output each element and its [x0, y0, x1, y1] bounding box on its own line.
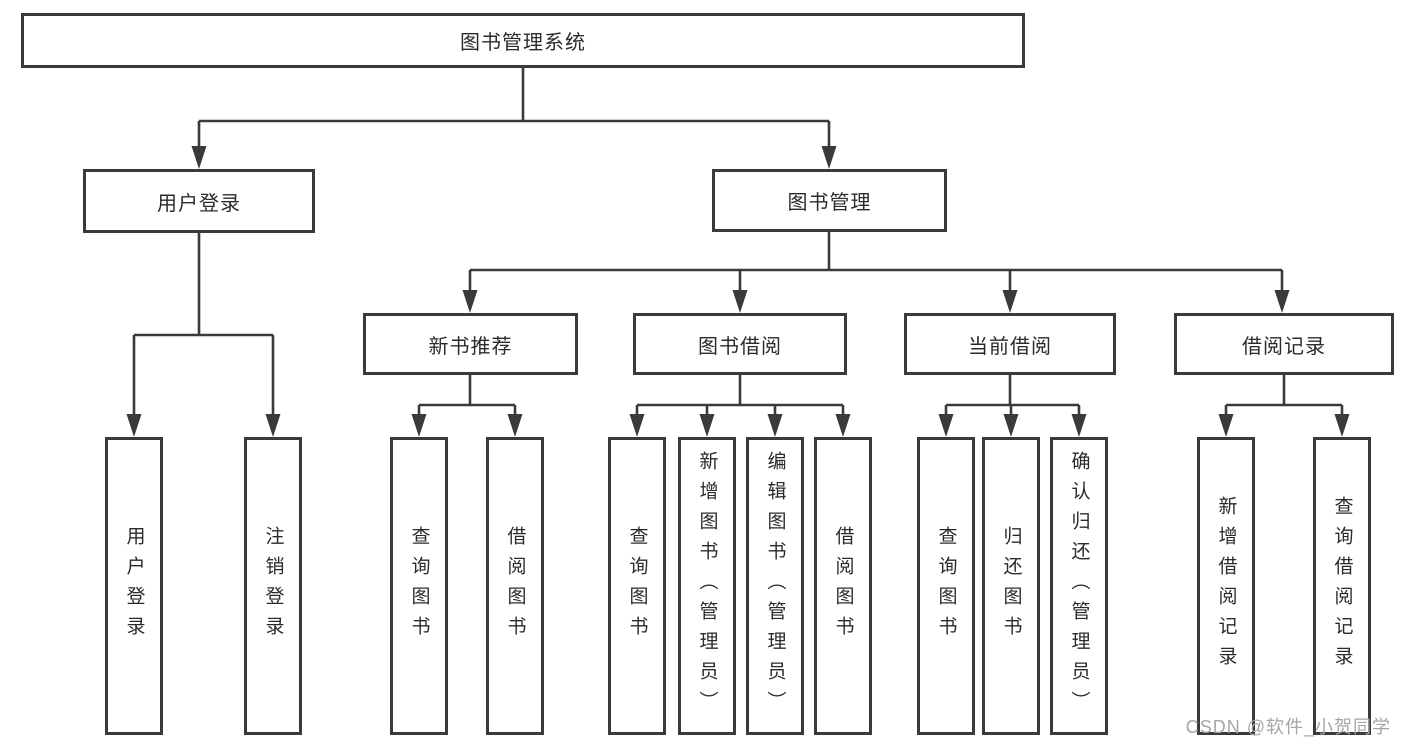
arrow-down-icon: [126, 414, 142, 437]
node-book-management: 图书管理: [712, 169, 947, 232]
arrowhead-icons: [126, 146, 1350, 437]
leaf-add-borrow-record: 新增借阅记录: [1197, 437, 1255, 735]
arrow-down-icon: [821, 146, 837, 169]
arrow-down-icon: [1003, 414, 1019, 437]
arrow-down-icon: [191, 146, 207, 169]
leaf-user-login: 用户登录: [105, 437, 163, 735]
leaf-borrow-books-label: 借阅图书: [832, 526, 854, 646]
arrow-down-icon: [1274, 290, 1290, 313]
arrow-down-icon: [265, 414, 281, 437]
leaf-logout-label: 注销登录: [262, 526, 284, 646]
leaf-query-books-current-label: 查询图书: [935, 526, 957, 646]
leaf-add-book-admin-label: 新增图书（管理员）: [696, 451, 718, 721]
arrow-down-icon: [835, 414, 851, 437]
node-borrow-records: 借阅记录: [1174, 313, 1394, 375]
leaf-borrow-books-recommend: 借阅图书: [486, 437, 544, 735]
arrow-down-icon: [629, 414, 645, 437]
leaf-add-borrow-record-label: 新增借阅记录: [1215, 496, 1237, 676]
leaf-query-books-borrow: 查询图书: [608, 437, 666, 735]
leaf-query-borrow-record-label: 查询借阅记录: [1331, 496, 1353, 676]
arrow-down-icon: [507, 414, 523, 437]
leaf-query-books-recommend: 查询图书: [390, 437, 448, 735]
arrow-down-icon: [938, 414, 954, 437]
leaf-logout: 注销登录: [244, 437, 302, 735]
arrow-down-icon: [1071, 414, 1087, 437]
watermark: CSDN @软件_小贺同学: [1185, 717, 1391, 737]
leaf-borrow-books-recommend-label: 借阅图书: [504, 526, 526, 646]
leaf-query-books-current: 查询图书: [917, 437, 975, 735]
node-library-management-system: 图书管理系统: [21, 13, 1025, 68]
leaf-user-login-label: 用户登录: [123, 526, 145, 646]
leaf-edit-book-admin: 编辑图书（管理员）: [746, 437, 804, 735]
arrow-down-icon: [1002, 290, 1018, 313]
arrow-down-icon: [462, 290, 478, 313]
leaf-edit-book-admin-label: 编辑图书（管理员）: [764, 451, 786, 721]
arrow-down-icon: [699, 414, 715, 437]
leaf-return-book-label: 归还图书: [1000, 526, 1022, 646]
arrow-down-icon: [411, 414, 427, 437]
leaf-query-books-borrow-label: 查询图书: [626, 526, 648, 646]
node-book-borrow: 图书借阅: [633, 313, 847, 375]
arrow-down-icon: [732, 290, 748, 313]
leaf-query-borrow-record: 查询借阅记录: [1313, 437, 1371, 735]
leaf-return-book: 归还图书: [982, 437, 1040, 735]
leaf-query-books-recommend-label: 查询图书: [408, 526, 430, 646]
leaf-confirm-return-admin: 确认归还（管理员）: [1050, 437, 1108, 735]
leaf-borrow-books: 借阅图书: [814, 437, 872, 735]
leaf-add-book-admin: 新增图书（管理员）: [678, 437, 736, 735]
node-current-borrow: 当前借阅: [904, 313, 1116, 375]
node-new-book-recommend: 新书推荐: [363, 313, 578, 375]
leaf-confirm-return-admin-label: 确认归还（管理员）: [1068, 451, 1090, 721]
arrow-down-icon: [1218, 414, 1234, 437]
arrow-down-icon: [767, 414, 783, 437]
arrow-down-icon: [1334, 414, 1350, 437]
node-user-login: 用户登录: [83, 169, 315, 233]
